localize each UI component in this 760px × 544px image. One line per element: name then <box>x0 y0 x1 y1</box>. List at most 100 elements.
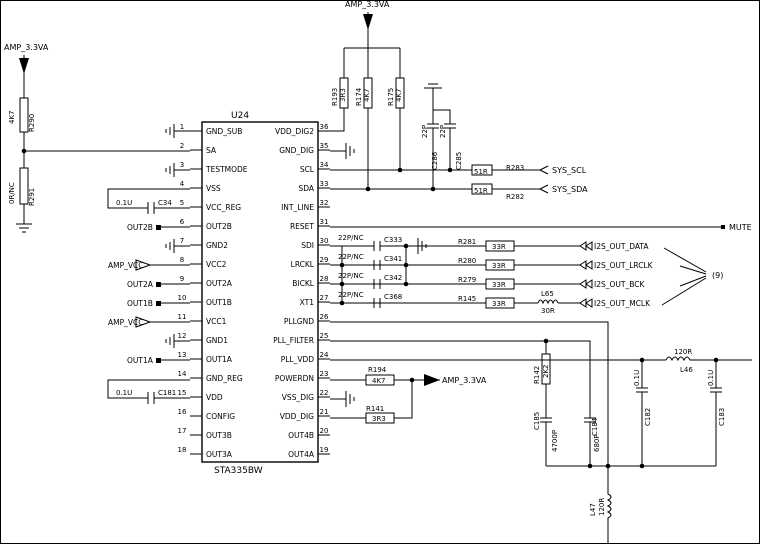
r280-ref: R280 <box>458 257 476 265</box>
junction <box>397 167 403 173</box>
resistor-r280 <box>485 259 515 271</box>
port-out1b <box>156 301 161 306</box>
pin-name: VDD_DIG2 <box>275 127 314 136</box>
pin-name: VCC1 <box>206 317 227 326</box>
l46-ref: L46 <box>680 366 693 374</box>
c285-ref: C285 <box>455 152 463 170</box>
r281-val: 33R <box>492 243 506 251</box>
r291-val: 0R/NC <box>8 182 16 204</box>
pin-name: SDA <box>298 184 314 193</box>
ground-vss-dig <box>330 391 355 407</box>
pin-number: 3 <box>180 161 184 169</box>
c341-ref: C341 <box>384 255 402 263</box>
pin-number: 35 <box>320 142 329 150</box>
pin-name: VDD_DIG <box>280 412 314 421</box>
capacitor-c185 <box>540 384 552 466</box>
c185-val: 4700P <box>551 430 559 452</box>
wire-cap-ground <box>433 109 451 120</box>
capacitor-c183 <box>710 360 722 466</box>
pin-number: 18 <box>178 446 187 454</box>
r282-ref: R282 <box>506 193 524 201</box>
pin-name: VCC2 <box>206 260 227 269</box>
ground-r291 <box>16 204 32 233</box>
c286-ref: C286 <box>431 151 439 170</box>
pin-name: OUT3A <box>206 450 233 459</box>
pin-number: 14 <box>178 370 187 378</box>
r290-ref: R290 <box>28 114 36 132</box>
r279-ref: R279 <box>458 276 476 284</box>
pin-number: 16 <box>178 408 187 416</box>
r282-val: 51R <box>474 187 488 195</box>
rail-top-arrow <box>363 14 373 30</box>
c185-ref: C185 <box>533 412 541 430</box>
junction <box>587 463 593 469</box>
pin-number: 19 <box>320 446 329 454</box>
r283-ref: R283 <box>506 164 524 172</box>
pin-name: OUT2B <box>206 222 232 231</box>
chip-part: STA335BW <box>214 466 263 476</box>
pullup-upper-wires <box>343 48 401 78</box>
wire-sa <box>23 132 190 168</box>
capacitor-c181 <box>147 392 155 404</box>
pin-name: GND_SUB <box>206 127 242 136</box>
c34-val: 0.1U <box>116 199 132 207</box>
net-label-out2a: OUT2A <box>127 280 154 289</box>
inductor-l47 <box>606 466 612 544</box>
pin-name: XT1 <box>300 298 315 307</box>
c333-ref: C333 <box>384 236 402 244</box>
junction <box>339 300 345 306</box>
ground-pin12 <box>165 334 190 348</box>
l47-val: 120R <box>598 498 606 516</box>
l65-ref: L65 <box>541 290 554 298</box>
junction <box>447 167 453 173</box>
junction <box>339 281 345 287</box>
rail-powerdn-arrow <box>424 374 440 386</box>
resistor-r145 <box>485 297 515 309</box>
pin-number: 27 <box>320 294 329 302</box>
c286-val: 22P <box>421 125 429 138</box>
r142-val: 2K2 <box>542 365 550 379</box>
capacitor-c182 <box>636 360 648 466</box>
pin-number: 32 <box>320 199 329 207</box>
resistor-r281 <box>485 240 515 252</box>
rail-label-left: AMP_3.3VA <box>4 43 49 52</box>
resistor-r279 <box>485 278 515 290</box>
pin-name: GND2 <box>206 241 228 250</box>
net-label-out1a: OUT1A <box>127 356 154 365</box>
pin-name: INT_LINE <box>281 203 314 212</box>
pin-number: 4 <box>180 180 185 188</box>
port-sda <box>539 184 549 194</box>
junction <box>339 262 345 268</box>
pin-name: POWERDN <box>275 374 314 383</box>
l47-ref: L47 <box>589 503 597 516</box>
pin-name: OUT4B <box>288 431 314 440</box>
wire-c181 <box>107 379 190 399</box>
pin-name: VDD <box>206 393 223 402</box>
pin-number: 10 <box>178 294 187 302</box>
r194-ref: R194 <box>368 366 387 374</box>
pin-name: GND_DIG <box>279 146 314 155</box>
net-label-vcc1: AMP_VCC <box>108 318 143 327</box>
pin-number: 17 <box>178 427 187 435</box>
r290-val: 4K7 <box>8 111 16 125</box>
r291-ref: R291 <box>28 188 36 206</box>
c368-val: 22P/NC <box>338 291 364 299</box>
rail-label-powerdn: AMP_3.3VA <box>442 376 487 385</box>
pin-number: 20 <box>320 427 329 435</box>
port-out1a <box>156 358 161 363</box>
junction <box>403 243 409 249</box>
r194-val: 4K7 <box>372 377 386 385</box>
wire-powerdn <box>330 379 413 419</box>
r279-val: 33R <box>492 281 506 289</box>
pin-number: 29 <box>320 256 329 264</box>
net-label-out1b: OUT1B <box>127 299 153 308</box>
pin-number: 22 <box>320 389 329 397</box>
pin-name: GND_REG <box>206 374 243 383</box>
wire-pllgnd <box>330 321 609 466</box>
net-label-i2s-data: I2S_OUT_DATA <box>594 242 649 251</box>
c184-ref: C184 <box>591 417 599 436</box>
capacitor-c34 <box>147 202 155 214</box>
resistor-r283 <box>471 164 493 176</box>
pin-name: PLLGND <box>284 317 314 326</box>
pin-number: 28 <box>320 275 329 283</box>
